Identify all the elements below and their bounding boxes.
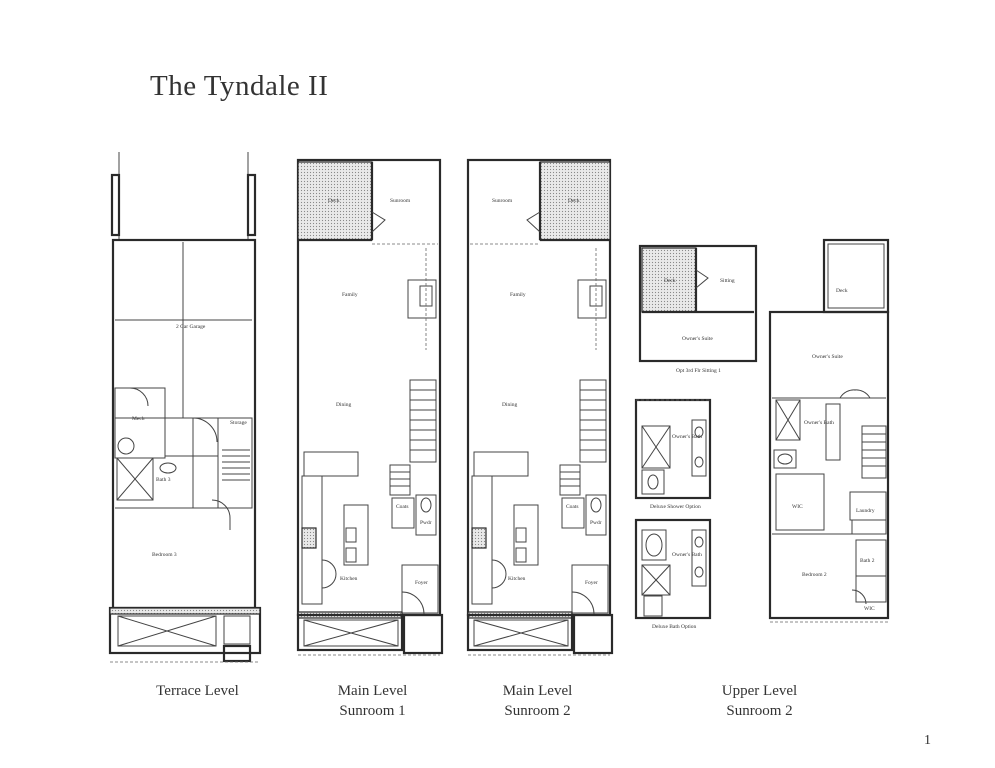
room-label-deck-opt: Deck [664, 278, 676, 284]
main-level-sunroom1-plan [296, 158, 444, 656]
room-label-owners-suite-opt: Owner's Suite [682, 336, 713, 342]
room-label-deck-m2: Deck [568, 198, 580, 204]
room-label-family-m2: Family [510, 292, 526, 298]
room-label-pwdr-m1: Pwdr [420, 520, 432, 526]
caption-terrace-level: Terrace Level [130, 681, 265, 701]
caption-main1-line2: Sunroom 1 [339, 703, 406, 719]
room-label-garage: 2 Car Garage [176, 324, 206, 330]
room-label-mech: Mech [132, 416, 145, 422]
room-label-coats-m2: Coats [566, 504, 579, 510]
caption-main-level-sunroom1: Main Level Sunroom 1 [305, 681, 440, 721]
caption-terrace-text: Terrace Level [156, 683, 239, 699]
page-number: 1 [924, 733, 931, 748]
label-opt-sitting: Opt 3rd Flr Sitting 1 [676, 368, 721, 374]
room-label-bath2: Bath 2 [860, 558, 875, 564]
room-label-deck-m1: Deck [328, 198, 340, 204]
room-label-owners-bath-shower: Owner's Bath [672, 434, 702, 440]
room-label-deck-upper: Deck [836, 288, 848, 294]
room-label-owners-bath-upper: Owner's Bath [804, 420, 834, 426]
room-label-bath3: Bath 3 [156, 477, 171, 483]
room-label-bedroom2: Bedroom 2 [802, 572, 827, 578]
room-label-dining-m1: Dining [336, 402, 352, 408]
label-deluxe-shower: Deluxe Shower Option [650, 504, 701, 510]
main-level-sunroom2-plan [466, 158, 614, 656]
caption-main-level-sunroom2: Main Level Sunroom 2 [470, 681, 605, 721]
room-label-storage: Storage [230, 420, 247, 426]
caption-upper-line2: Sunroom 2 [726, 703, 793, 719]
caption-main2-line2: Sunroom 2 [504, 703, 571, 719]
terrace-level-plan [108, 152, 262, 663]
caption-upper-line1: Upper Level [721, 683, 798, 699]
room-label-foyer-m2: Foyer [585, 580, 598, 586]
upper-level-sunroom2-plan [768, 238, 890, 623]
caption-main1-line1: Main Level [337, 683, 408, 699]
room-label-kitchen-m2: Kitchen [508, 576, 526, 582]
optional-sitting-plan [638, 244, 758, 363]
caption-upper-level-sunroom2: Upper Level Sunroom 2 [692, 681, 827, 721]
room-label-owners-bath-bath: Owner's Bath [672, 552, 702, 558]
room-label-coats-m1: Coats [396, 504, 409, 510]
room-label-sunroom-m1: Sunroom [390, 198, 411, 204]
room-label-owners-suite-upper: Owner's Suite [812, 354, 843, 360]
room-label-wic-upper: WIC [792, 504, 803, 510]
room-label-laundry: Laundry [856, 508, 875, 514]
deluxe-shower-option-plan [634, 398, 712, 500]
plan-title: The Tyndale II [150, 70, 329, 102]
room-label-wic2: WIC [864, 606, 875, 612]
room-label-dining-m2: Dining [502, 402, 518, 408]
deluxe-bath-option-plan [634, 518, 712, 620]
room-label-sunroom-m2: Sunroom [492, 198, 513, 204]
caption-main2-line1: Main Level [502, 683, 573, 699]
room-label-pwdr-m2: Pwdr [590, 520, 602, 526]
room-label-foyer-m1: Foyer [415, 580, 428, 586]
label-deluxe-bath: Deluxe Bath Option [652, 624, 697, 630]
room-label-sitting-opt: Sitting [720, 278, 735, 284]
room-label-bedroom3: Bedroom 3 [152, 552, 177, 558]
room-label-kitchen-m1: Kitchen [340, 576, 358, 582]
room-label-family-m1: Family [342, 292, 358, 298]
